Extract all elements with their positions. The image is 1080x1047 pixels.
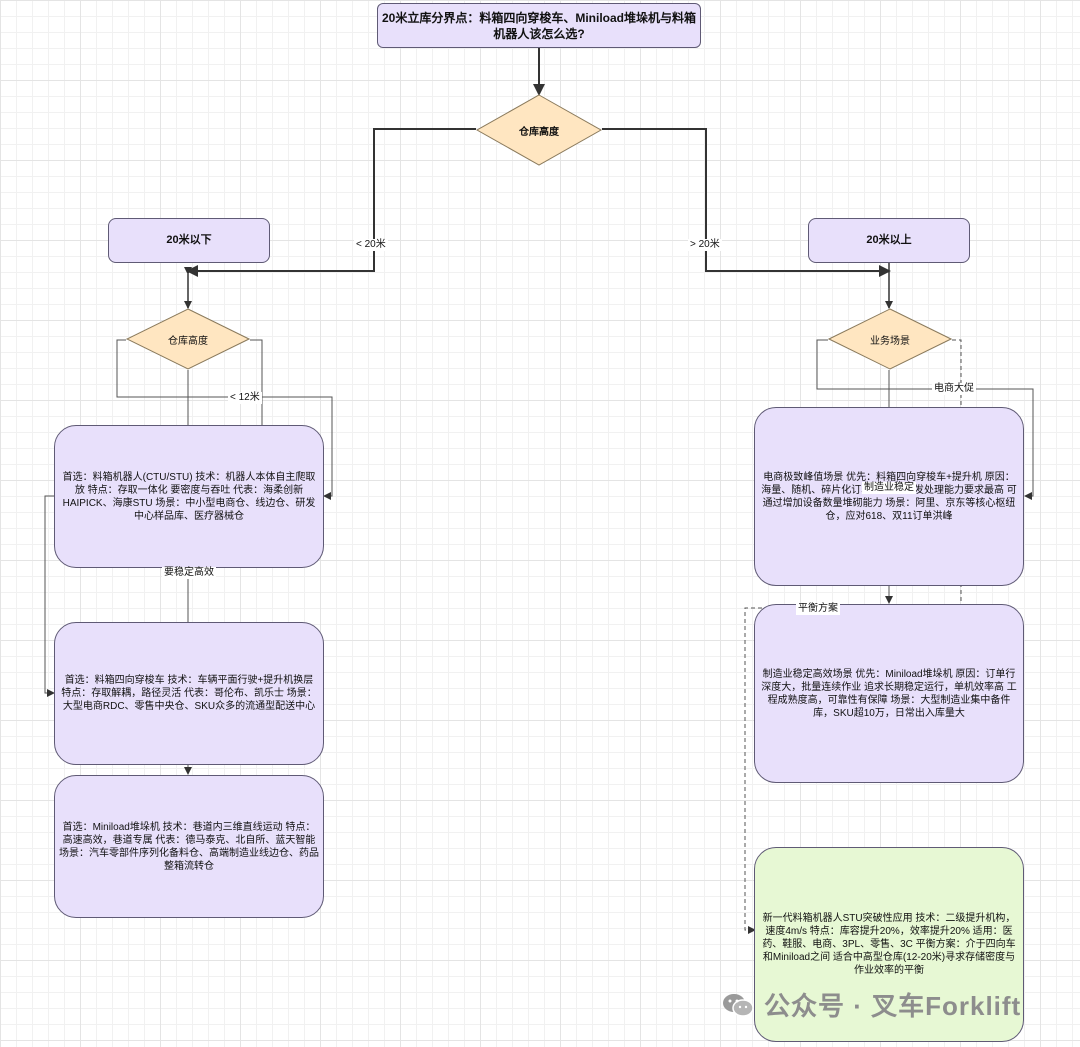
decision-left-label: 仓库高度 <box>168 335 208 347</box>
right-box-stu-new-gen-text: 新一代料箱机器人STU突破性应用 技术：二级提升机构，速度4m/s 特点：库容提… <box>762 913 1016 976</box>
decision-warehouse-height-top: 仓库高度 <box>475 94 603 166</box>
right-box-manufacturing: 制造业稳定高效场景 优先：Miniload堆垛机 原因：订单行深度大，批量连续作… <box>754 604 1024 783</box>
right-box-ecommerce-peak-text: 电商极致峰值场景 优先：料箱四向穿梭车+提升机 原因：海量、随机、碎片化订单 对… <box>761 471 1017 522</box>
right-box-manufacturing-text: 制造业稳定高效场景 优先：Miniload堆垛机 原因：订单行深度大，批量连续作… <box>761 668 1017 719</box>
edge-label-gt20: > 20米 <box>688 239 722 251</box>
edge-label-lt12: < 12米 <box>228 392 262 404</box>
branch-below-20m: 20米以下 <box>108 218 270 263</box>
right-box-ecommerce-peak: 电商极致峰值场景 优先：料箱四向穿梭车+提升机 原因：海量、随机、碎片化订单 对… <box>754 407 1024 586</box>
branch-above-20m: 20米以上 <box>808 218 970 263</box>
edge-lt12 <box>116 339 333 500</box>
watermark: 公众号 · 叉车Forklift <box>722 986 1021 1023</box>
diagram-title: 20米立库分界点：料箱四向穿梭车、Miniload堆垛机与料箱机器人该怎么选? <box>377 3 701 48</box>
watermark-text: 公众号 · 叉车Forklift <box>764 991 1022 1021</box>
wechat-icon <box>723 993 754 1017</box>
edge-label-mfg: 制造业稳定 <box>862 482 916 494</box>
edge-gt20 <box>602 128 891 277</box>
decision-business-scenario: 业务场景 <box>827 308 953 370</box>
left-box-ctu-stu: 首选：料箱机器人(CTU/STU) 技术：机器人本体自主爬取放 特点：存取一体化… <box>54 425 324 568</box>
edge-label-lt20: < 20米 <box>354 239 388 251</box>
branch-below-20m-label: 20米以下 <box>166 234 212 246</box>
left-box-ctu-stu-text: 首选：料箱机器人(CTU/STU) 技术：机器人本体自主爬取放 特点：存取一体化… <box>62 471 316 522</box>
left-box-four-way-shuttle: 首选：料箱四向穿梭车 技术：车辆平面行驶+提升机换层 特点：存取解耦，路径灵活 … <box>54 622 324 765</box>
edge-label-balance: 平衡方案 <box>796 603 840 615</box>
decision-diamond-shape <box>475 94 603 166</box>
left-box-miniload-text: 首选：Miniload堆垛机 技术：巷道内三维直线运动 特点：高速高效，巷道专属… <box>59 821 319 872</box>
right-box-stu-new-gen: 新一代料箱机器人STU突破性应用 技术：二级提升机构，速度4m/s 特点：库容提… <box>754 847 1024 1042</box>
decision-diamond-shape <box>827 308 953 370</box>
left-box-miniload: 首选：Miniload堆垛机 技术：巷道内三维直线运动 特点：高速高效，巷道专属… <box>54 775 324 918</box>
left-box-four-way-shuttle-text: 首选：料箱四向穿梭车 技术：车辆平面行驶+提升机换层 特点：存取解耦，路径灵活 … <box>61 675 317 712</box>
decision-warehouse-height-left: 仓库高度 <box>125 308 251 370</box>
edge-lt20 <box>186 128 476 277</box>
decision-right-label: 业务场景 <box>870 335 910 347</box>
edge-ecom <box>816 339 1034 500</box>
diagram-title-text: 20米立库分界点：料箱四向穿梭车、Miniload堆垛机与料箱机器人该怎么选? <box>382 10 697 41</box>
branch-above-20m-label: 20米以上 <box>866 234 912 246</box>
edge-label-ecom: 电商大促 <box>932 383 976 395</box>
decision-diamond-shape <box>125 308 251 370</box>
edge-label-stable: 要稳定高效 <box>162 567 216 579</box>
decision-top-label: 仓库高度 <box>519 126 559 138</box>
